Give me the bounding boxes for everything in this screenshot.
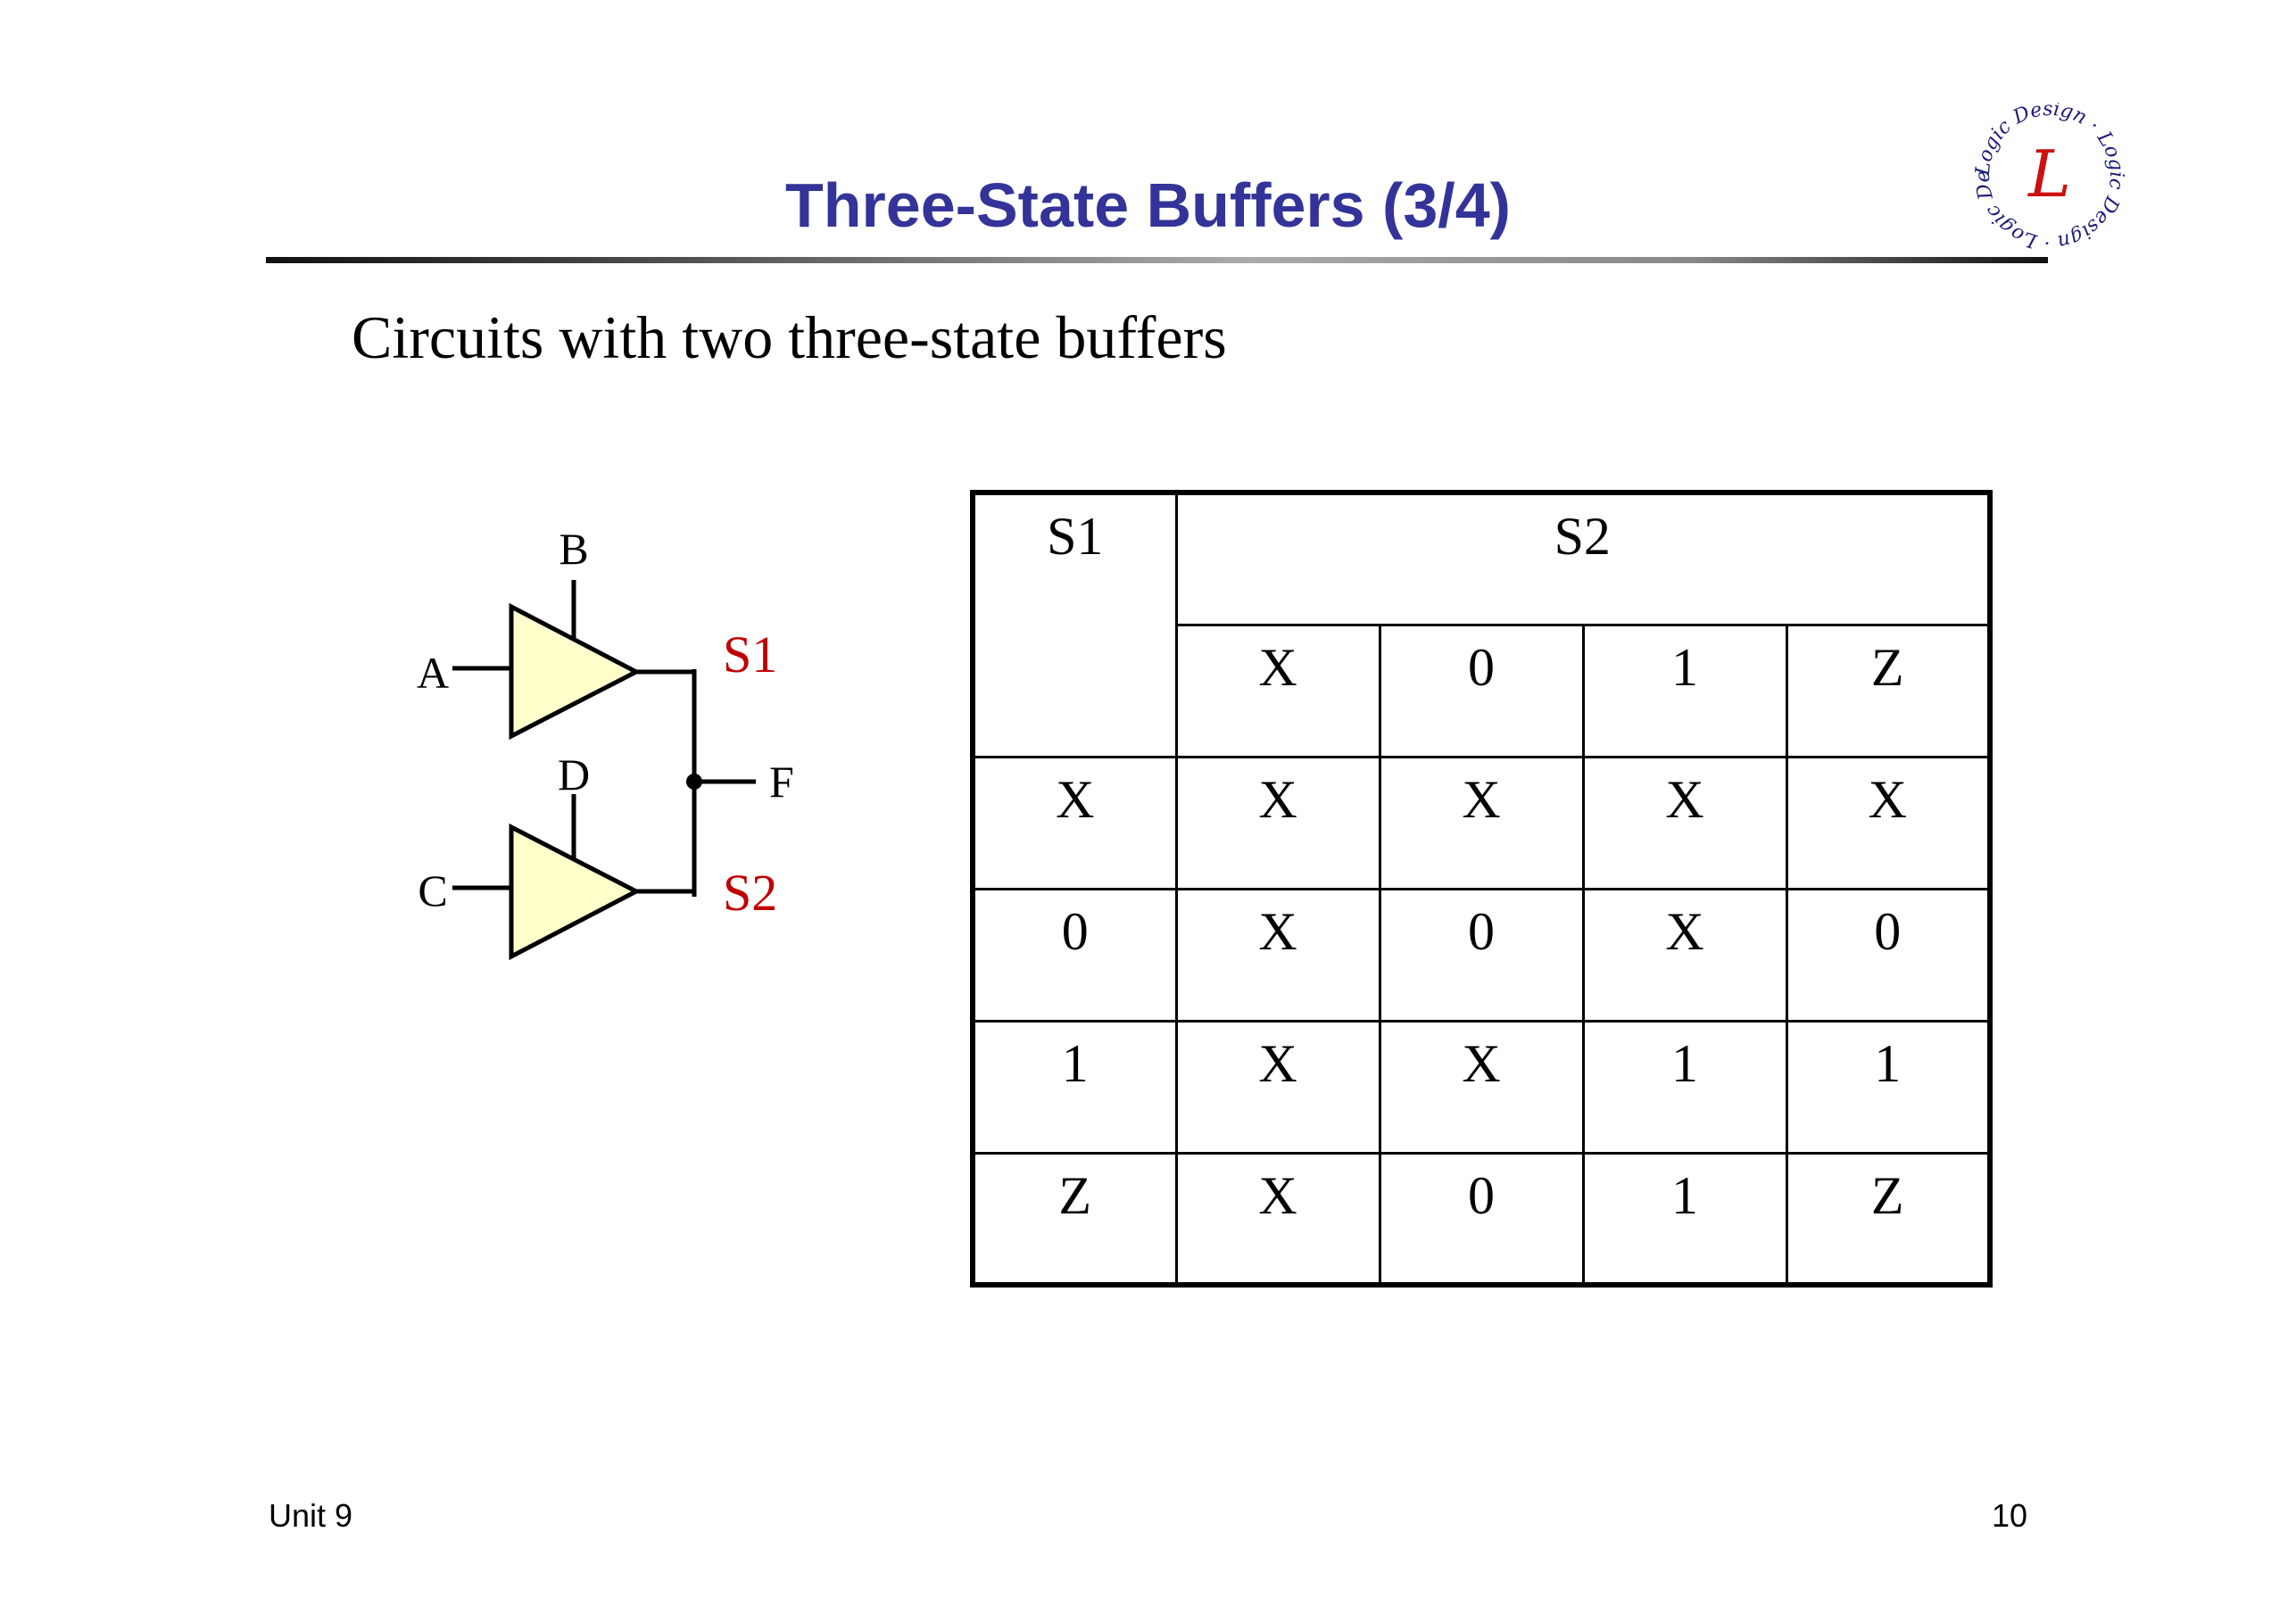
- s2-value: Z: [1785, 623, 1992, 758]
- s2-value: X: [1174, 623, 1381, 758]
- output-cell: 0: [1785, 887, 1992, 1023]
- output-cell: X: [1785, 755, 1992, 890]
- output-cell: X: [1174, 887, 1381, 1023]
- s2-value: 1: [1581, 623, 1788, 758]
- slide-subtitle: Circuits with two three-state buffers: [352, 303, 1227, 371]
- output-cell: X: [1581, 887, 1788, 1023]
- footer-unit: Unit 9: [269, 1497, 353, 1534]
- output-cell: 1: [1785, 1019, 1992, 1155]
- svg-text:L: L: [2027, 137, 2071, 211]
- output-cell: 1: [1581, 1019, 1788, 1155]
- s1-value: 0: [971, 887, 1178, 1023]
- s1-value: X: [971, 755, 1178, 890]
- output-cell: Z: [1785, 1151, 1992, 1287]
- title-divider: [266, 257, 2048, 263]
- label-f: F: [769, 757, 794, 807]
- output-cell: 0: [1378, 1151, 1585, 1287]
- output-cell: X: [1174, 1151, 1381, 1287]
- output-cell: X: [1174, 1019, 1381, 1155]
- s1-header: S1: [971, 491, 1178, 758]
- label-s2: S2: [723, 864, 777, 922]
- label-a: A: [417, 648, 449, 698]
- output-cell: 1: [1581, 1151, 1788, 1287]
- junction-dot: [686, 774, 702, 790]
- three-state-buffer-circuit: A B D C F S1 S2: [417, 524, 794, 961]
- output-cell: X: [1174, 755, 1381, 890]
- label-s1: S1: [723, 625, 777, 683]
- output-cell: X: [1581, 755, 1788, 890]
- label-c: C: [418, 865, 447, 915]
- label-b: B: [559, 524, 588, 574]
- slide-title: Three-State Buffers (3/4): [785, 170, 1511, 240]
- output-cell: 0: [1378, 887, 1585, 1023]
- s1-value: Z: [971, 1151, 1178, 1287]
- buffer-2: [509, 823, 642, 961]
- page-number: 10: [1992, 1497, 2028, 1534]
- s2-value: 0: [1378, 623, 1585, 758]
- s2-header: S2: [1174, 491, 1992, 626]
- logic-design-logo: Logic Design · Logic Design · Logic Desi…: [1972, 103, 2127, 250]
- s1-value: 1: [971, 1019, 1178, 1155]
- buffer-1: [509, 602, 642, 741]
- output-cell: X: [1378, 755, 1585, 890]
- label-d: D: [558, 749, 590, 799]
- output-cell: X: [1378, 1019, 1585, 1155]
